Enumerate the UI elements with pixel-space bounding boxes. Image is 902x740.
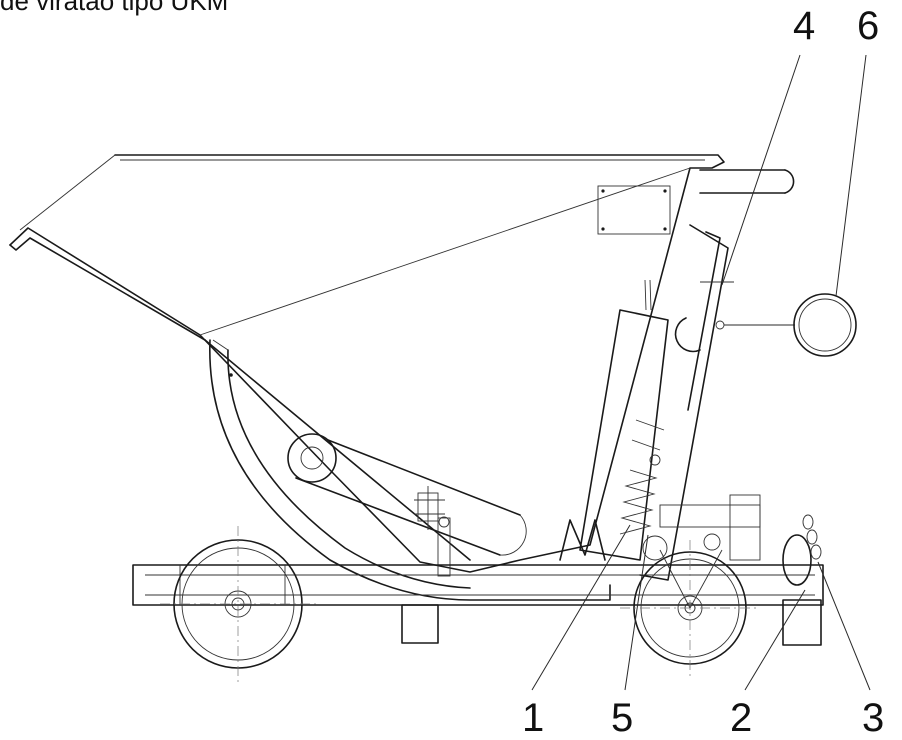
callout-3: 3: [862, 696, 885, 740]
leader-2: [744, 589, 806, 691]
hopper: [9, 154, 795, 573]
callout-1: 1: [522, 696, 545, 740]
leader-3: [817, 561, 871, 691]
rear-wheel: [160, 526, 316, 682]
leader-4: [721, 54, 801, 286]
leader-lines: [531, 54, 871, 691]
chassis: [132, 514, 824, 646]
callout-2: 2: [730, 696, 753, 740]
leader-1: [531, 524, 631, 691]
leader-6: [835, 54, 867, 297]
ring-part-6: [793, 293, 857, 357]
front-wheel: [620, 540, 760, 676]
callout-5: 5: [611, 696, 634, 740]
callout-4: 4: [793, 4, 816, 48]
figure-caption: de viratão tipo UKM: [0, 0, 229, 16]
front-mechanism: [559, 224, 795, 581]
callout-6: 6: [857, 4, 880, 48]
leader-5: [624, 534, 649, 691]
rocker-cradle: [209, 339, 611, 601]
